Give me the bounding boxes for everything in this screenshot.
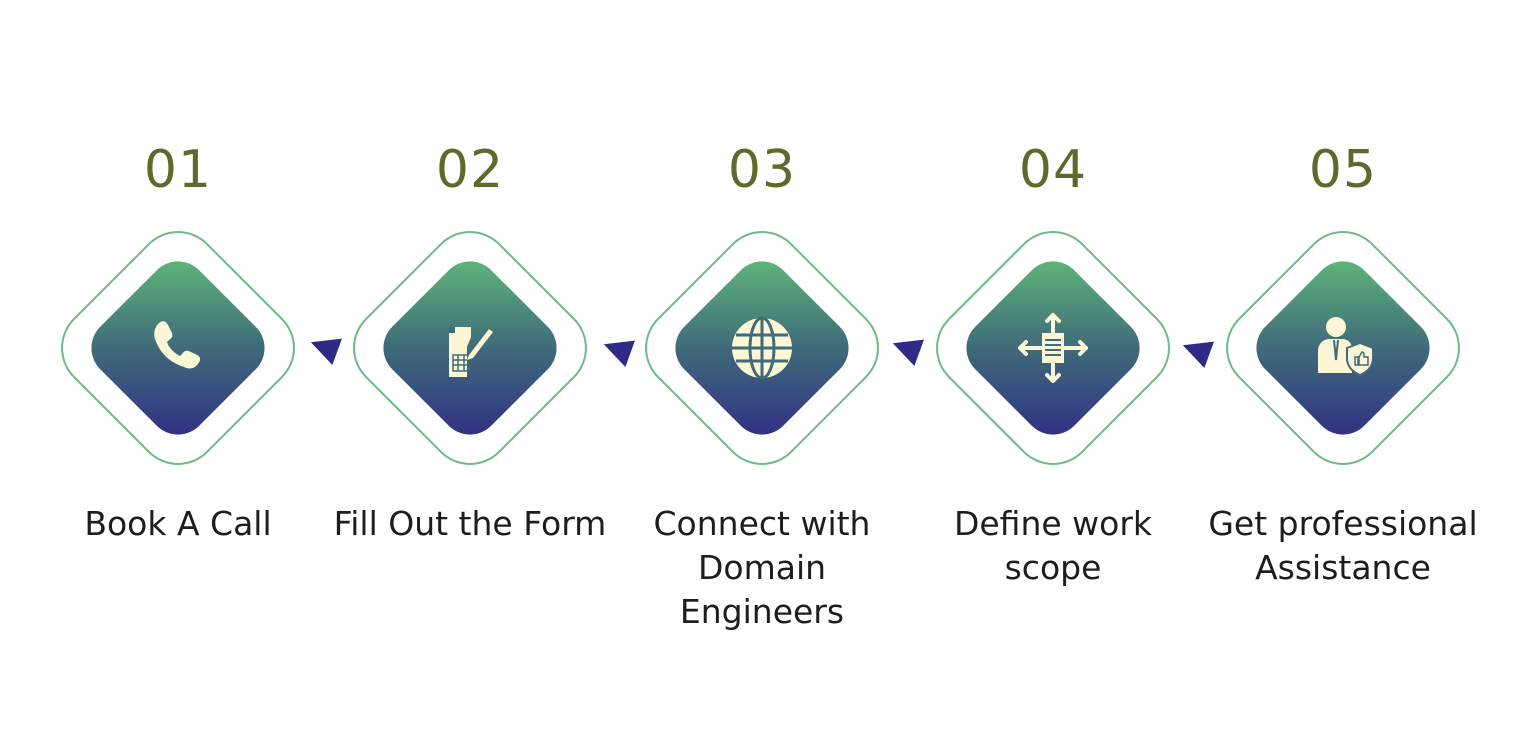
- step-number: 04: [1018, 140, 1088, 200]
- step-number: 01: [143, 140, 213, 200]
- phone-icon: [154, 321, 201, 369]
- step-label: Book A Call: [84, 504, 272, 543]
- globe-icon: [732, 316, 792, 380]
- step-label: Fill Out the Form: [333, 504, 607, 543]
- step-number: 02: [435, 140, 505, 200]
- step-5: 05 Get professional Assistance: [1193, 0, 1493, 733]
- step-1: 01 Book A Call: [28, 0, 328, 733]
- step-3: 03 Connect with Domain Engineers: [612, 0, 912, 733]
- step-label: Define work scope: [953, 504, 1153, 587]
- step-4: 04 Define work scope: [903, 0, 1203, 733]
- step-number: 05: [1308, 140, 1378, 200]
- form-pencil-icon: [449, 327, 493, 377]
- scope-arrows-icon: [1018, 313, 1088, 383]
- step-number: 03: [727, 140, 797, 200]
- step-label: Get professional Assistance: [1208, 504, 1478, 587]
- step-2: 02 Fill Out the Form: [320, 0, 620, 733]
- step-label: Connect with Domain Engineers: [653, 504, 871, 631]
- professional-shield-icon: [1318, 317, 1374, 377]
